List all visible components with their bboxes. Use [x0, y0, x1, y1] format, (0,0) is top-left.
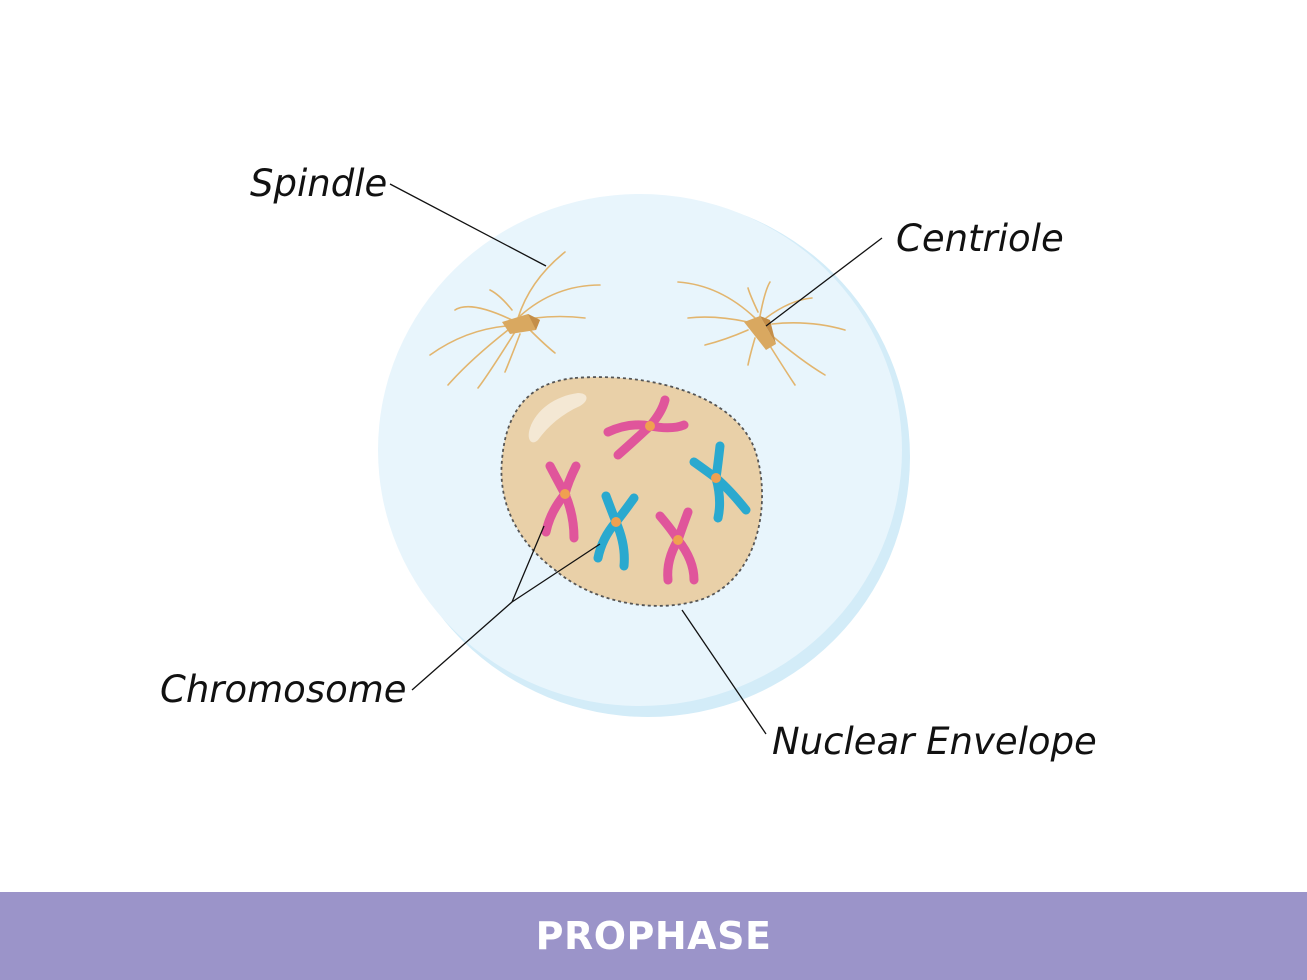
prophase-diagram: Spindle Centriole Chromosome Nuclear Env… — [160, 162, 1097, 763]
spindle-fibers-left — [429, 251, 601, 389]
phase-title: PROPHASE — [535, 914, 772, 958]
centromere — [560, 489, 570, 499]
nucleus — [500, 376, 763, 607]
leader-lines — [389, 183, 883, 735]
centromere — [673, 535, 683, 545]
centromere — [611, 517, 621, 527]
label-spindle: Spindle — [250, 162, 387, 205]
label-nuclear-envelope: Nuclear Envelope — [772, 720, 1097, 763]
spindle-fibers-right — [677, 281, 846, 386]
centromere — [645, 421, 655, 431]
centromeres — [560, 421, 721, 545]
centriole-leader — [765, 237, 883, 327]
nucleus-highlight — [528, 393, 587, 443]
centriole-right — [744, 316, 776, 350]
label-centriole: Centriole — [896, 217, 1064, 260]
footer-bar: PROPHASE — [0, 892, 1307, 980]
centromere — [711, 473, 721, 483]
nuclear-envelope-leader — [681, 609, 767, 735]
nuclear-envelope — [500, 376, 763, 607]
chromosome-leader — [411, 525, 601, 691]
centriole-left — [502, 314, 540, 334]
spindle-leader — [389, 183, 547, 267]
label-chromosome: Chromosome — [160, 668, 407, 711]
